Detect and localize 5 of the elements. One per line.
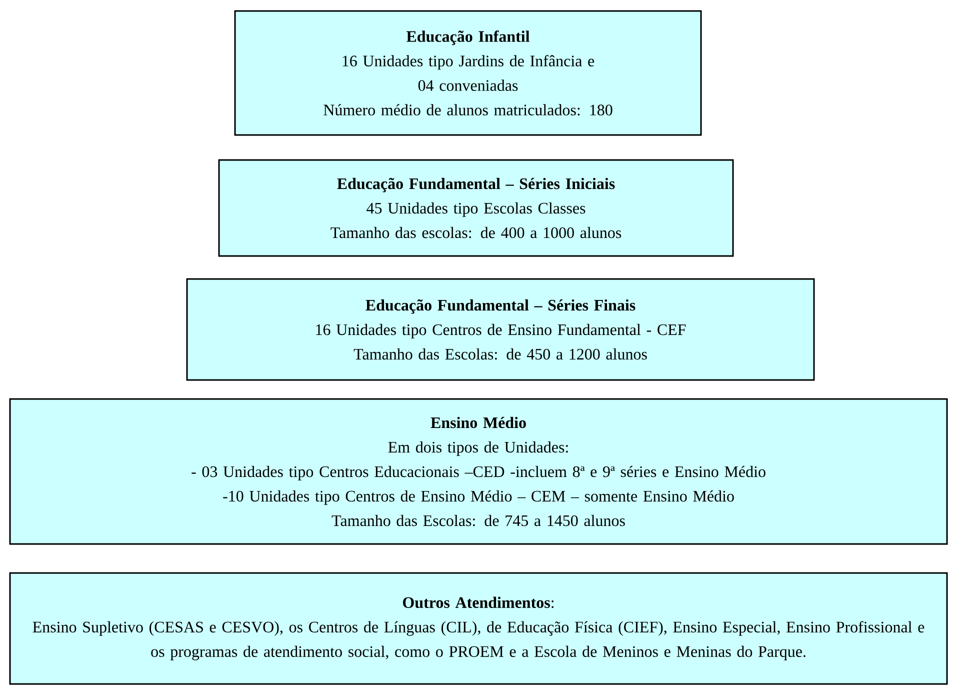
text-box: Outros Atendimentos: Ensino Supletivo (CESAS e CESVO), os Centros de Línguas (CIL), de Educação Física (CIEF), Ensino Especial, Ensino Profissional e os programas de atendimento social, como o PROEM e a Escola de Meninos e Meninas do Parque.	[9, 572, 948, 685]
text-box: Educação Infantil 16 Unidades tipo Jardins de Infância e 04 conveniadas Número médio de alunos matriculados: 180	[234, 10, 702, 136]
text-box: Ensino Médio Em dois tipos de Unidades: - 03 Unidades tipo Centros Educacionais –CED -incluem 8ª e 9ª séries e Ensino Médio -10 Unidades tipo Centros de Ensino Médio – CEM – somente Ensino Médio Tamanho das Escolas: de 745 a 1450 alunos	[9, 398, 948, 545]
text-box: Educação Fundamental – Séries Finais 16 Unidades tipo Centros de Ensino Fundamental - CEF Tamanho das Escolas: de 450 a 1200 alunos	[186, 278, 815, 381]
text-box: Educação Fundamental – Séries Iniciais 45 Unidades tipo Escolas Classes Tamanho das escolas: de 400 a 1000 alunos	[218, 159, 734, 257]
